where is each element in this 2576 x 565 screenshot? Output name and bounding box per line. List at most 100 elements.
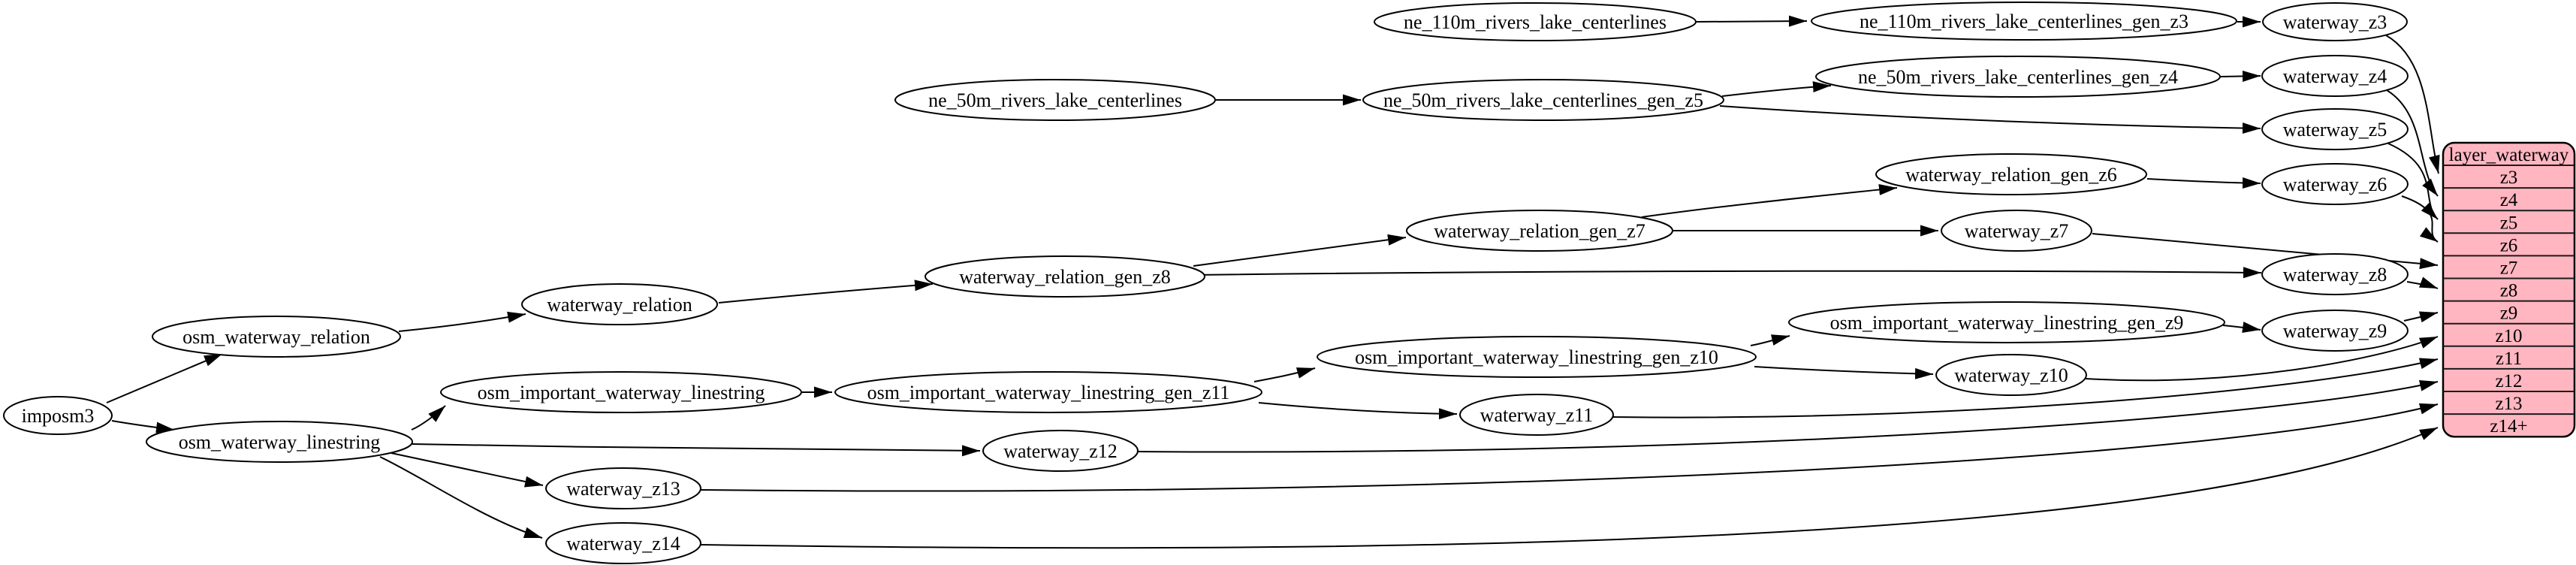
- node-ellipse-waterway_z14: [545, 522, 701, 564]
- node-label-waterway_z11: waterway_z11: [1480, 404, 1594, 426]
- table-row-z11: z11: [2496, 349, 2522, 369]
- node-waterway_relation: waterway_relation: [521, 283, 718, 325]
- node-osm_important_waterway_linestring_gen_z10: osm_important_waterway_linestring_gen_z1…: [1317, 336, 1757, 378]
- node-label-osm_important_waterway_linestring: osm_important_waterway_linestring: [478, 382, 765, 403]
- edge-waterway_z9--layer_waterway.z9: [2403, 311, 2439, 323]
- node-imposm3: imposm3: [3, 396, 113, 435]
- edge-ne_110m_rivers_lake_centerlines--ne_110m_rivers_lake_centerlines_gen_z3: [1696, 15, 1808, 27]
- node-osm_important_waterway_linestring_gen_z11: osm_important_waterway_linestring_gen_z1…: [834, 371, 1262, 413]
- node-waterway_z6: waterway_z6: [2261, 163, 2409, 205]
- node-waterway_z4: waterway_z4: [2261, 55, 2409, 97]
- node-ellipse-osm_waterway_linestring: [146, 421, 413, 463]
- node-label-osm_waterway_relation: osm_waterway_relation: [182, 326, 370, 348]
- edge-osm_waterway_relation--waterway_relation: [398, 311, 526, 332]
- node-waterway_relation_gen_z8: waterway_relation_gen_z8: [925, 255, 1205, 298]
- table-row-z9: z9: [2500, 304, 2518, 324]
- node-ellipse-waterway_relation: [521, 283, 718, 325]
- edge-ne_50m_rivers_lake_centerlines_gen_z5--ne_50m_rivers_lake_centerlines_gen_z4: [1721, 81, 1832, 97]
- node-ellipse-waterway_z6: [2261, 163, 2409, 205]
- edge-waterway_z12--layer_waterway.z12: [1137, 379, 2439, 453]
- node-label-waterway_z13: waterway_z13: [566, 478, 680, 500]
- node-label-ne_50m_rivers_lake_centerlines_gen_z4: ne_50m_rivers_lake_centerlines_gen_z4: [1858, 66, 2178, 88]
- node-label-waterway_z4: waterway_z4: [2283, 65, 2387, 87]
- node-ellipse-imposm3: [3, 396, 113, 435]
- edge-imposm3--osm_waterway_relation: [106, 353, 223, 403]
- node-label-osm_important_waterway_linestring_gen_z10: osm_important_waterway_linestring_gen_z1…: [1355, 346, 1718, 368]
- edge-osm_waterway_linestring--waterway_z14: [379, 456, 543, 539]
- edge-waterway_z6--layer_waterway.z6: [2401, 195, 2439, 243]
- node-waterway_z7: waterway_z7: [1941, 210, 2092, 252]
- node-waterway_z5: waterway_z5: [2261, 108, 2409, 150]
- edge-osm_important_waterway_linestring_gen_z10--waterway_z10: [1754, 366, 1934, 379]
- node-waterway_z10: waterway_z10: [1935, 354, 2087, 396]
- node-waterway_z11: waterway_z11: [1459, 394, 1614, 436]
- node-ellipse-waterway_z10: [1935, 354, 2087, 396]
- edge-waterway_relation_gen_z8--waterway_z8: [1192, 267, 2262, 279]
- edge-waterway_z3--layer_waterway.z3: [2385, 35, 2440, 174]
- node-label-waterway_relation_gen_z8: waterway_relation_gen_z8: [959, 266, 1171, 288]
- node-label-waterway_z12: waterway_z12: [1003, 440, 1118, 462]
- node-waterway_z9: waterway_z9: [2261, 310, 2409, 352]
- edge-osm_important_waterway_linestring_gen_z11--osm_important_waterway_linestring_gen_z10: [1253, 367, 1316, 382]
- edge-waterway_relation_gen_z6--waterway_z6: [2146, 177, 2261, 189]
- node-label-imposm3: imposm3: [22, 405, 95, 427]
- edge-imposm3--osm_waterway_linestring: [111, 420, 175, 434]
- edge-osm_important_waterway_linestring_gen_z9--waterway_z9: [2222, 322, 2261, 334]
- node-label-ne_110m_rivers_lake_centerlines: ne_110m_rivers_lake_centerlines: [1404, 11, 1667, 33]
- node-ellipse-waterway_relation_gen_z8: [925, 255, 1205, 298]
- node-label-waterway_z8: waterway_z8: [2283, 264, 2387, 286]
- table-row-z8: z8: [2500, 281, 2518, 301]
- layer-table-outline: [2442, 141, 2576, 438]
- node-label-waterway_z7: waterway_z7: [1965, 220, 2069, 242]
- node-ellipse-waterway_z4: [2261, 55, 2409, 97]
- node-ellipse-ne_50m_rivers_lake_centerlines_gen_z4: [1815, 56, 2221, 98]
- edge-ne_50m_rivers_lake_centerlines_gen_z4--waterway_z4: [2220, 70, 2261, 82]
- node-ellipse-ne_50m_rivers_lake_centerlines_gen_z5: [1362, 79, 1724, 121]
- node-label-waterway_z9: waterway_z9: [2283, 320, 2387, 342]
- nodes-layer: imposm3 osm_waterway_relation osm_waterway…: [3, 2, 2409, 564]
- node-ne_110m_rivers_lake_centerlines_gen_z3: ne_110m_rivers_lake_centerlines_gen_z3: [1811, 2, 2237, 41]
- node-ne_50m_rivers_lake_centerlines_gen_z4: ne_50m_rivers_lake_centerlines_gen_z4: [1815, 56, 2221, 98]
- node-ellipse-waterway_relation_gen_z7: [1406, 210, 1673, 252]
- edge-osm_waterway_linestring--waterway_z12: [412, 443, 981, 457]
- node-label-waterway_relation_gen_z6: waterway_relation_gen_z6: [1905, 164, 2117, 186]
- node-ellipse-osm_important_waterway_linestring_gen_z11: [834, 371, 1262, 413]
- edge-osm_waterway_linestring--waterway_z13: [391, 452, 544, 488]
- node-ellipse-osm_important_waterway_linestring_gen_z10: [1317, 336, 1757, 378]
- table-row-z4: z4: [2500, 190, 2518, 210]
- node-ellipse-osm_important_waterway_linestring_gen_z9: [1788, 301, 2225, 343]
- node-label-osm_important_waterway_linestring_gen_z9: osm_important_waterway_linestring_gen_z9: [1830, 312, 2184, 334]
- node-waterway_z12: waterway_z12: [982, 430, 1139, 472]
- edge-waterway_z7--layer_waterway.z7: [2092, 233, 2439, 270]
- node-ne_110m_rivers_lake_centerlines: ne_110m_rivers_lake_centerlines: [1374, 2, 1697, 41]
- table-row-z3: z3: [2500, 168, 2518, 188]
- node-ellipse-waterway_relation_gen_z6: [1875, 153, 2147, 195]
- node-osm_waterway_linestring: osm_waterway_linestring: [146, 421, 413, 463]
- table-row-z13: z13: [2495, 394, 2522, 414]
- edge-waterway_z5--layer_waterway.z5: [2387, 143, 2439, 220]
- node-ellipse-waterway_z13: [545, 467, 701, 509]
- node-waterway_relation_gen_z7: waterway_relation_gen_z7: [1406, 210, 1673, 252]
- edge-waterway_relation_gen_z8--waterway_relation_gen_z7: [1193, 234, 1407, 267]
- node-label-waterway_z14: waterway_z14: [566, 533, 680, 554]
- table-row-z5: z5: [2500, 213, 2518, 233]
- node-waterway_z8: waterway_z8: [2261, 253, 2409, 295]
- node-label-waterway_relation: waterway_relation: [547, 294, 692, 316]
- node-ellipse-ne_110m_rivers_lake_centerlines: [1374, 2, 1697, 41]
- node-label-waterway_z5: waterway_z5: [2283, 119, 2387, 140]
- node-ellipse-waterway_z8: [2261, 253, 2409, 295]
- edge-waterway_z4--layer_waterway.z4: [2386, 89, 2439, 197]
- edge-osm_important_waterway_linestring_gen_z11--waterway_z11: [1258, 402, 1458, 420]
- node-waterway_z14: waterway_z14: [545, 522, 701, 564]
- node-label-waterway_z6: waterway_z6: [2283, 174, 2387, 195]
- edge-waterway_relation_gen_z7--waterway_relation_gen_z6: [1641, 184, 1898, 218]
- table-row-z7: z7: [2500, 258, 2518, 278]
- node-ne_50m_rivers_lake_centerlines_gen_z5: ne_50m_rivers_lake_centerlines_gen_z5: [1362, 79, 1724, 121]
- node-label-ne_50m_rivers_lake_centerlines_gen_z5: ne_50m_rivers_lake_centerlines_gen_z5: [1383, 89, 1703, 111]
- node-ellipse-waterway_z9: [2261, 310, 2409, 352]
- node-ellipse-ne_50m_rivers_lake_centerlines: [894, 79, 1216, 121]
- node-label-osm_waterway_linestring: osm_waterway_linestring: [179, 431, 381, 453]
- node-ne_50m_rivers_lake_centerlines: ne_50m_rivers_lake_centerlines: [894, 79, 1216, 121]
- node-ellipse-waterway_z5: [2261, 108, 2409, 150]
